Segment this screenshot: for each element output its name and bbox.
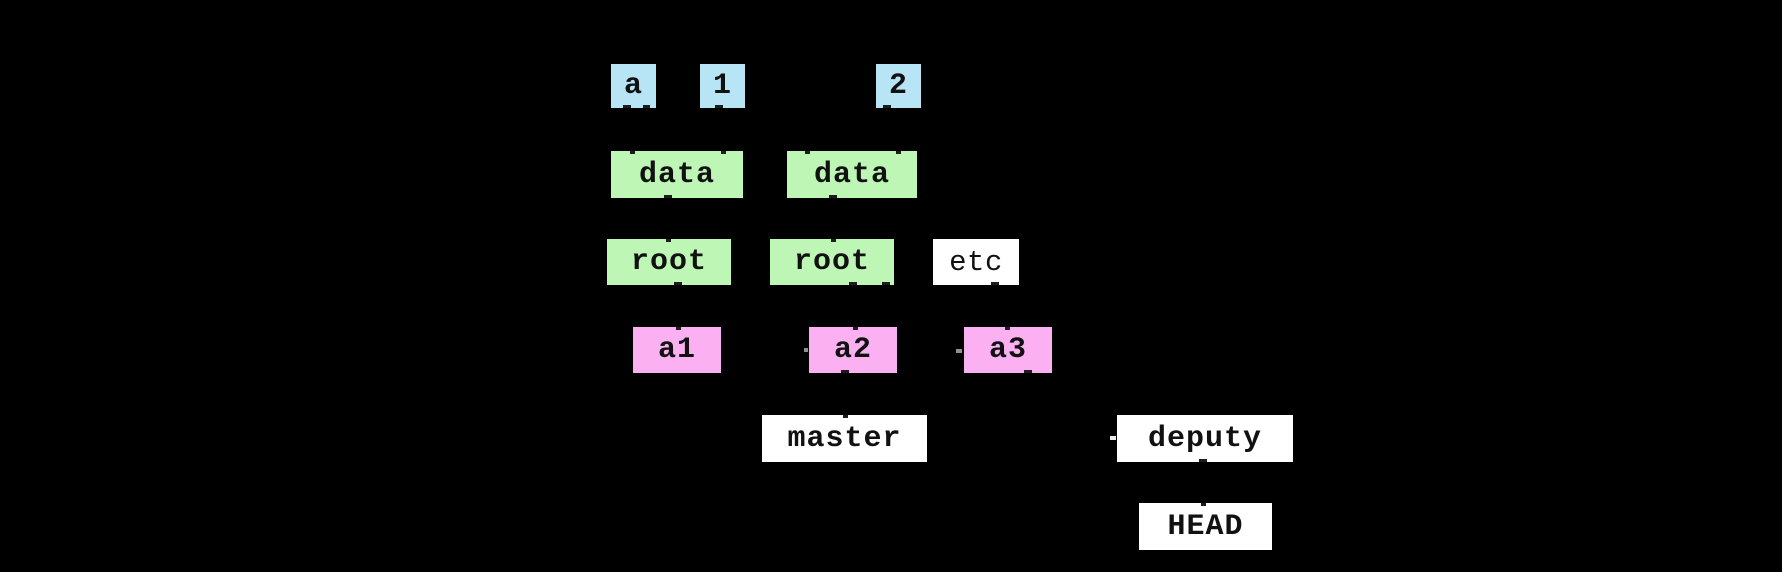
- node-label-commit-a1: a1: [657, 333, 696, 367]
- node-label-ref-master: master: [787, 421, 902, 456]
- node-tree-root-2: root: [770, 239, 894, 285]
- arrowhead-nub: [956, 349, 962, 353]
- node-ref-HEAD: HEAD: [1139, 503, 1272, 550]
- arrowhead-mark: [664, 195, 672, 198]
- node-label-ref-deputy: deputy: [1147, 421, 1263, 456]
- node-ref-deputy: deputy: [1117, 415, 1293, 462]
- edge-tail-mark: [721, 151, 726, 154]
- node-label-tree-data-1: data: [638, 157, 715, 192]
- node-label-box-etc: etc: [949, 245, 1003, 279]
- arrowhead-mark: [715, 105, 723, 108]
- edge-tail-mark: [630, 151, 635, 154]
- node-label-tree-root-1: root: [630, 245, 707, 279]
- node-blob-1: 1: [700, 64, 745, 108]
- edge-tail-mark: [843, 415, 848, 418]
- edge-tail-mark: [805, 151, 810, 154]
- edge-tail-mark: [853, 327, 858, 330]
- node-tree-root-1: root: [607, 239, 731, 285]
- arrowhead-mark: [849, 282, 857, 285]
- node-label-blob-a: a: [623, 69, 643, 103]
- node-commit-a3: a3: [964, 327, 1052, 373]
- node-label-tree-data-2: data: [813, 157, 890, 192]
- arrowhead-mark: [841, 370, 849, 373]
- edge-tail-mark: [1201, 503, 1206, 506]
- edge-tail-mark: [666, 239, 671, 242]
- node-blob-a: a: [611, 64, 656, 108]
- node-tree-data-2: data: [787, 151, 917, 198]
- node-label-blob-2: 2: [888, 69, 908, 103]
- node-label-commit-a3: a3: [988, 333, 1027, 367]
- arrowhead-mark: [674, 282, 682, 285]
- node-ref-master: master: [762, 415, 927, 462]
- node-label-ref-HEAD: HEAD: [1167, 509, 1244, 544]
- edge-tail-mark: [676, 327, 681, 330]
- arrowhead-mark: [1199, 459, 1207, 462]
- arrowhead-mark: [991, 282, 999, 285]
- arrowhead-mark: [643, 105, 650, 108]
- node-box-etc: etc: [933, 239, 1019, 285]
- node-commit-a1: a1: [633, 327, 721, 373]
- node-label-blob-1: 1: [712, 69, 732, 103]
- arrowhead-nub: [1110, 436, 1116, 440]
- node-blob-2: 2: [876, 64, 921, 108]
- edge-tail-mark: [1005, 327, 1010, 330]
- arrowhead-mark: [1024, 370, 1032, 373]
- arrowhead-nub: [804, 348, 808, 352]
- node-tree-data-1: data: [611, 151, 743, 198]
- node-commit-a2: a2: [809, 327, 897, 373]
- node-label-tree-root-2: root: [793, 245, 870, 279]
- edge-tail-mark: [831, 239, 836, 242]
- node-label-commit-a2: a2: [833, 333, 872, 367]
- edge-tail-mark: [896, 151, 901, 154]
- arrowhead-mark: [623, 105, 631, 108]
- arrowhead-mark: [882, 282, 890, 285]
- arrowhead-mark: [883, 105, 891, 108]
- arrowhead-mark: [829, 195, 837, 198]
